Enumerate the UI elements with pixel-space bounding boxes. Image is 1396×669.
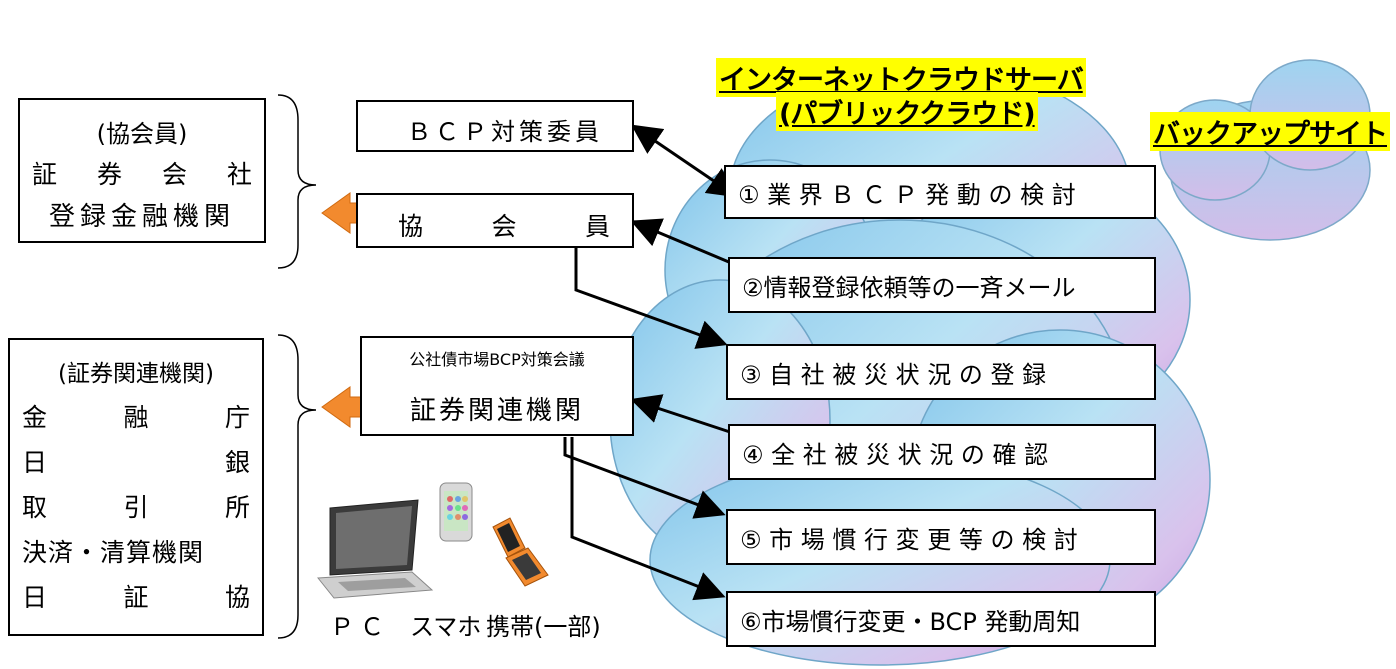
char: 所 bbox=[224, 493, 250, 522]
char: 員 bbox=[584, 212, 610, 241]
members-group-box: (協会員) 証 券 会 社 登録金融機関 bbox=[18, 98, 266, 243]
laptop-icon bbox=[317, 499, 434, 599]
mobile-phone-icon bbox=[492, 517, 549, 587]
char: 証 bbox=[32, 160, 58, 189]
step-2-box: ②情報登録依頼等の一斉メール bbox=[728, 257, 1156, 313]
char: 日 bbox=[22, 448, 48, 477]
arrow-step4-related bbox=[630, 394, 737, 436]
bcp-committee-box: ＢＣＰ対策委員 bbox=[356, 100, 634, 152]
char: 庁 bbox=[224, 403, 250, 432]
step-3-box: ③ 自 社 被 災 状 況 の 登 録 bbox=[726, 344, 1156, 400]
arrow-committee-step1 bbox=[631, 124, 738, 198]
related-org-caption: 公社債市場BCP対策会議 bbox=[409, 350, 585, 369]
related-row: 金 融 庁 bbox=[10, 398, 262, 434]
related-row: 取 引 所 bbox=[10, 488, 262, 524]
smartphone-icon bbox=[439, 482, 473, 542]
char: 日 bbox=[22, 583, 48, 612]
related-group-box: (証券関連機関) 金 融 庁 日 銀 取 引 所 決済・清算機関 日 証 協 bbox=[8, 338, 264, 636]
mobile-label: 携帯(一部) bbox=[486, 613, 601, 641]
smartphone-label: スマホ bbox=[410, 613, 482, 641]
char: 会 bbox=[491, 212, 517, 241]
char: 融 bbox=[123, 403, 149, 432]
brace-related bbox=[277, 334, 317, 639]
bcp-committee-label: ＢＣＰ対策委員 bbox=[407, 118, 603, 146]
char: 引 bbox=[123, 493, 149, 522]
related-row: 日 銀 bbox=[10, 443, 262, 479]
members-box: 協 会 員 bbox=[356, 193, 634, 248]
char: 協 bbox=[224, 583, 250, 612]
char: 銀 bbox=[224, 448, 250, 477]
step-1-box: ① 業 界 Ｂ Ｃ Ｐ 発 動 の 検 討 bbox=[724, 165, 1156, 219]
members-group-header: (協会員) bbox=[96, 120, 188, 148]
internet-cloud-title-line1: インターネットクラウドサーバ bbox=[716, 58, 1086, 97]
char: 決済・清算機関 bbox=[22, 538, 205, 567]
char: 取 bbox=[22, 493, 48, 522]
pc-label: ＰＣ bbox=[330, 613, 390, 641]
related-row: 決済・清算機関 bbox=[10, 533, 262, 569]
internet-cloud-title-line2: (パブリッククラウド) bbox=[776, 92, 1038, 131]
related-group-header: (証券関連機関) bbox=[58, 361, 214, 387]
char: 社 bbox=[226, 160, 252, 189]
char: 会 bbox=[161, 160, 187, 189]
step-5-box: ⑤ 市 場 慣 行 変 更 等 の 検 討 bbox=[726, 509, 1156, 565]
members-group-line1: 証 券 会 社 bbox=[20, 155, 264, 191]
related-org-box: 公社債市場BCP対策会議 証券関連機関 bbox=[360, 336, 634, 436]
arrow-members-step3 bbox=[574, 248, 728, 349]
brace-members bbox=[277, 94, 317, 269]
related-row: 日 証 協 bbox=[10, 578, 262, 614]
arrow-step2-members bbox=[630, 218, 737, 267]
backup-site-title: バックアップサイト bbox=[1150, 112, 1390, 151]
related-org-label: 証券関連機関 bbox=[409, 396, 584, 426]
members-label: 協 会 員 bbox=[358, 207, 632, 243]
arrow-related-step6 bbox=[570, 437, 726, 601]
char: 証 bbox=[123, 583, 149, 612]
step-6-box: ⑥市場慣行変更・BCP 発動周知 bbox=[726, 591, 1156, 647]
arrow-related-step5 bbox=[563, 437, 726, 519]
char: 協 bbox=[398, 212, 424, 241]
members-group-line2: 登録金融機関 bbox=[48, 202, 235, 232]
char: 金 bbox=[22, 403, 48, 432]
step-4-box: ④ 全 社 被 災 状 況 の 確 認 bbox=[728, 424, 1156, 480]
char: 券 bbox=[96, 160, 122, 189]
